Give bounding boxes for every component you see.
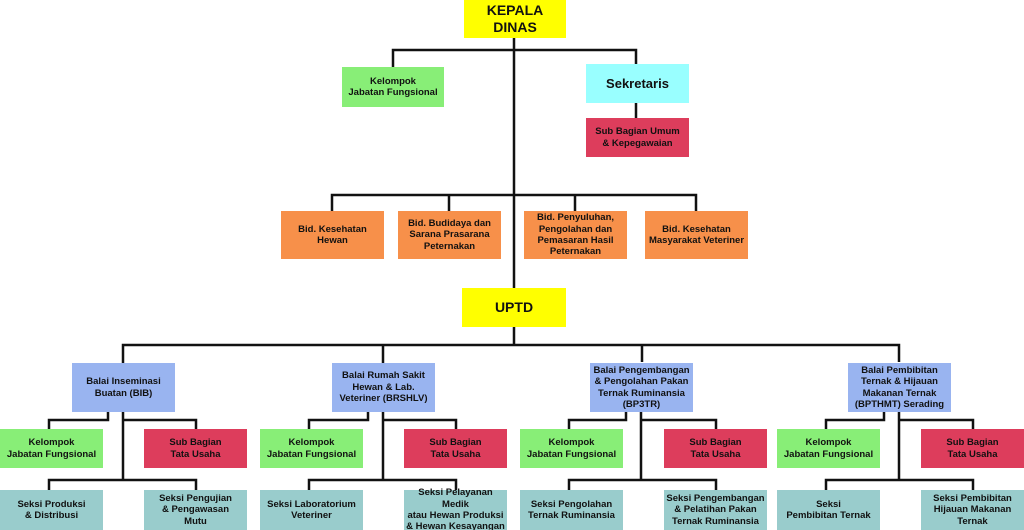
bidang-box: Bid. Penyuluhan, Pengolahan dan Pemasara…	[524, 211, 627, 259]
balai-box: Balai Pengembangan & Pengolahan Pakan Te…	[590, 363, 693, 412]
balai-box: Balai Inseminasi Buatan (BIB)	[72, 363, 175, 412]
bidang-box: Bid. Kesehatan Masyarakat Veteriner	[645, 211, 748, 259]
kelompok-jabatan-fungsional-box: Kelompok Jabatan Fungsional	[777, 429, 880, 468]
uptd-box: UPTD	[462, 288, 566, 327]
sub-bagian-tata-usaha-box: Sub Bagian Tata Usaha	[144, 429, 247, 468]
seksi-box: Seksi Pengujian & Pengawasan Mutu	[144, 490, 247, 530]
kepala-dinas-box: KEPALA DINAS	[464, 0, 566, 38]
sub-bagian-umum-box: Sub Bagian Umum & Kepegawaian	[586, 118, 689, 157]
balai-box: Balai Rumah Sakit Hewan & Lab. Veteriner…	[332, 363, 435, 412]
kelompok-jabatan-fungsional-box: Kelompok Jabatan Fungsional	[520, 429, 623, 468]
sub-bagian-tata-usaha-box: Sub Bagian Tata Usaha	[404, 429, 507, 468]
bidang-box: Bid. Kesehatan Hewan	[281, 211, 384, 259]
sub-bagian-tata-usaha-box: Sub Bagian Tata Usaha	[921, 429, 1024, 468]
bidang-box: Bid. Budidaya dan Sarana Prasarana Peter…	[398, 211, 501, 259]
seksi-box: Seksi Produksi & Distribusi	[0, 490, 103, 530]
balai-box: Balai Pembibitan Ternak & Hijauan Makana…	[848, 363, 951, 412]
seksi-box: Seksi Pembibitan Hijauan Makanan Ternak	[921, 490, 1024, 530]
seksi-box: Seksi Pelayanan Medik atau Hewan Produks…	[404, 487, 507, 530]
seksi-box: Seksi Laboratorium Veteriner	[260, 490, 363, 530]
seksi-box: Seksi Pembibitan Ternak	[777, 490, 880, 530]
sekretaris-box: Sekretaris	[586, 64, 689, 103]
seksi-box: Seksi Pengembangan & Pelatihan Pakan Ter…	[664, 490, 767, 530]
seksi-box: Seksi Pengolahan Ternak Ruminansia	[520, 490, 623, 530]
kelompok-jabatan-fungsional-box: Kelompok Jabatan Fungsional	[260, 429, 363, 468]
kelompok-jabatan-fungsional-box: Kelompok Jabatan Fungsional	[342, 67, 444, 107]
sub-bagian-tata-usaha-box: Sub Bagian Tata Usaha	[664, 429, 767, 468]
balai-connector-lines	[47, 412, 975, 490]
kelompok-jabatan-fungsional-box: Kelompok Jabatan Fungsional	[0, 429, 103, 468]
